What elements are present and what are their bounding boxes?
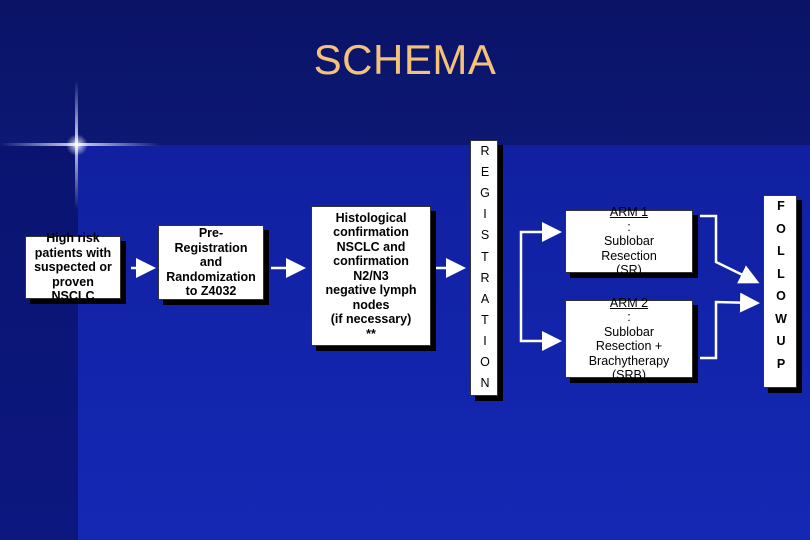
- followup-letter: F: [777, 199, 785, 213]
- randomization-letter: A: [480, 291, 490, 306]
- histological-box: Histological confirmation NSCLC and conf…: [311, 206, 431, 346]
- randomization-letter: N: [480, 376, 490, 391]
- histology-line: NSCLC and: [336, 239, 406, 254]
- followup-letter: O: [776, 289, 786, 303]
- arm2-line: Brachytherapy: [588, 353, 670, 368]
- arm1-box: ARM 1: Sublobar Resection (SR): [565, 205, 693, 277]
- arm1-line: (SR): [616, 263, 642, 278]
- patients-line: High risk: [46, 231, 100, 246]
- prereg-line: to Z4032: [185, 284, 237, 299]
- arm2-box: ARM 2: Sublobar Resection + Brachytherap…: [565, 296, 693, 382]
- followup-letter: L: [777, 244, 785, 258]
- histology-line: negative lymph: [325, 283, 417, 298]
- arm2-label: ARM 2: [609, 295, 649, 310]
- randomization-letter: R: [480, 270, 490, 285]
- randomization-letter: R: [480, 144, 490, 158]
- prereg-line: Randomization: [166, 269, 256, 284]
- randomization-letter: S: [480, 228, 490, 243]
- followup-letter: U: [776, 334, 786, 348]
- patients-line: patients with: [34, 245, 112, 260]
- randomization-letter: I: [483, 207, 487, 222]
- arm1-suffix: :: [627, 219, 631, 234]
- patients-line: suspected or: [34, 260, 112, 275]
- patients-line: proven NSCLC: [51, 274, 95, 304]
- background-left-panel: [0, 145, 78, 540]
- followup-letter: W: [775, 311, 787, 326]
- arm2-line: Sublobar: [603, 324, 655, 339]
- prereg-line: and: [199, 255, 223, 270]
- patients-box: High risk patients with suspected or pro…: [25, 231, 121, 303]
- arm1-line: Resection: [601, 248, 657, 263]
- histology-line: Histological: [335, 210, 407, 225]
- histology-line: confirmation: [333, 254, 409, 269]
- randomization-letter: T: [481, 312, 489, 327]
- arm2-line: Resection +: [595, 339, 663, 353]
- prereg-line: Pre-Registration: [174, 226, 248, 255]
- followup-letter: P: [776, 356, 786, 371]
- arm1-label: ARM 1: [609, 205, 649, 220]
- arm2-suffix: :: [627, 310, 631, 324]
- arm1-line: Sublobar: [603, 234, 655, 249]
- lens-flare-glow: [66, 134, 88, 156]
- arm2-line: (SRB): [611, 368, 646, 382]
- histology-line: nodes: [352, 297, 390, 312]
- histology-line: **: [366, 326, 376, 341]
- histology-line: confirmation: [333, 225, 409, 240]
- randomization-letter: T: [481, 249, 489, 264]
- randomization-letter: G: [480, 186, 490, 201]
- preregistration-box: Pre-Registration and Randomization to Z4…: [158, 225, 264, 300]
- histology-line: (if necessary): [330, 312, 412, 327]
- followup-letter: L: [777, 266, 785, 281]
- randomization-letter: O: [480, 355, 490, 369]
- followup-letter: O: [776, 221, 786, 236]
- histology-line: N2/N3: [353, 268, 389, 283]
- randomization-letter: I: [483, 333, 487, 348]
- background-main-panel: [78, 145, 810, 540]
- randomization-letter: E: [480, 165, 490, 180]
- slide-title: SCHEMA: [313, 36, 497, 83]
